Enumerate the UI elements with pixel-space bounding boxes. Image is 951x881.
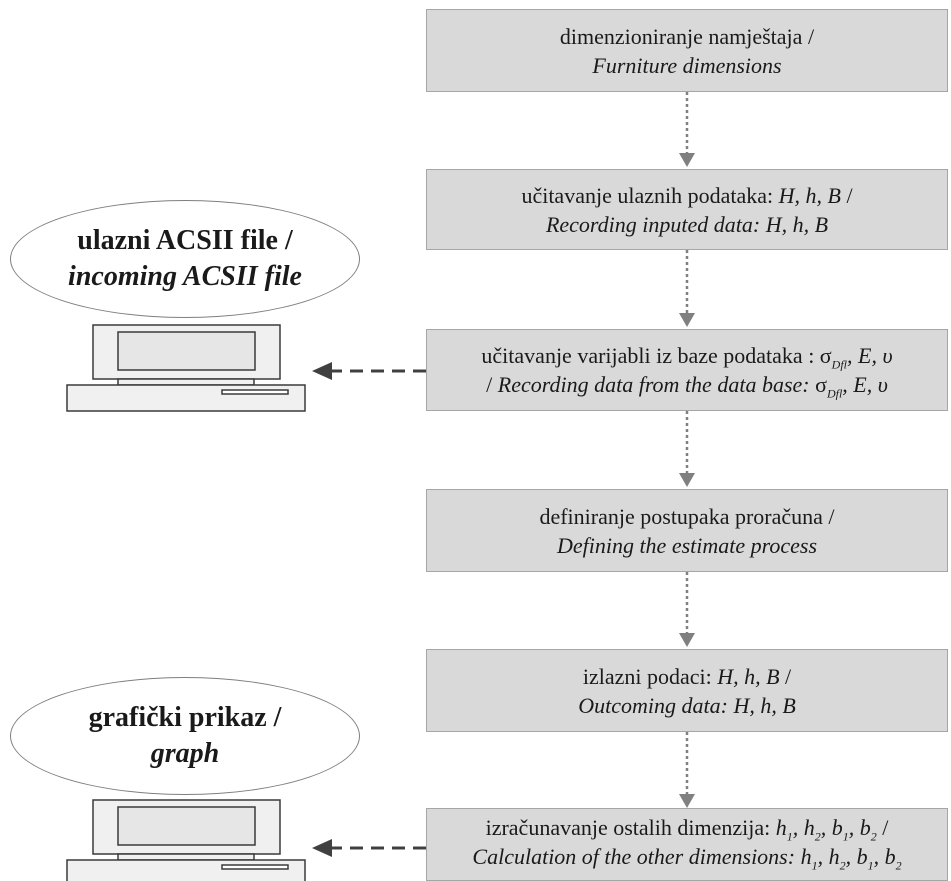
step-title-text: učitavanje varijabli iz baze podataka : … — [481, 343, 832, 368]
step-subtitle: / Recording data from the data base: σDf… — [486, 370, 888, 399]
step-database-variables: učitavanje varijabli iz baze podataka : … — [426, 329, 948, 411]
dimension-var: b — [884, 844, 896, 869]
sigma-subscript: Dfl — [826, 386, 843, 401]
ellipse-line1: ulazni ACSII file / — [77, 225, 293, 256]
step-subtitle: Furniture dimensions — [592, 52, 782, 78]
step-title: učitavanje varijabli iz baze podataka : … — [481, 341, 892, 370]
computer-icon — [66, 799, 306, 881]
step-subtitle: Outcoming data: H, h, B — [578, 692, 796, 718]
step-title-vars: , E, υ — [847, 343, 893, 368]
step-subtitle: Recording inputed data: H, h, B — [545, 211, 829, 237]
dims-vars-1: h1, h2, b1, b2 — [775, 815, 877, 844]
step-title: definiranje postupaka proračuna / — [539, 503, 835, 529]
step-title-vars: H, h, B — [778, 182, 841, 208]
dimension-subscript: 1 — [811, 858, 818, 873]
ellipse-line2: incoming ACSII file — [68, 261, 302, 292]
ellipse-line1: grafički prikaz / — [88, 702, 282, 733]
step-subtitle: Defining the estimate process — [556, 532, 818, 558]
dimension-var: b — [859, 815, 871, 840]
flow-arrowhead-3 — [679, 473, 695, 487]
step-subtitle-slash: / — [486, 372, 498, 397]
sigma-subscript: Dfl — [831, 357, 848, 372]
dimension-var: h — [775, 815, 787, 840]
step-other-dimensions: izračunavanje ostalih dimenzija: h1, h2,… — [426, 808, 948, 881]
dimension-subscript: 2 — [814, 829, 821, 844]
dimension-var: h — [828, 844, 840, 869]
flow-arrowhead-4 — [679, 633, 695, 647]
computer-icon — [66, 324, 306, 412]
dimension-subscript: 1 — [842, 829, 849, 844]
step-subtitle-vars: , E, υ — [842, 372, 888, 397]
step-title-slash: / — [876, 815, 889, 840]
step-title-text: izračunavanje ostalih dimenzija: — [485, 815, 776, 840]
step-title-slash: / — [840, 182, 853, 208]
dimension-var: b — [831, 815, 843, 840]
step-input-data: učitavanje ulaznih podataka: H, h, B / R… — [426, 169, 948, 250]
step-title-text: izlazni podaci: — [582, 663, 718, 689]
step-output-data: izlazni podaci: H, h, B / Outcoming data… — [426, 649, 948, 732]
step-title-text: učitavanje ulaznih podataka: — [521, 182, 779, 208]
step-title: dimenzioniranje namještaja / — [559, 23, 815, 49]
step-title: izračunavanje ostalih dimenzija: h1, h2,… — [486, 813, 889, 842]
graph-ellipse: grafički prikaz / graph — [10, 677, 360, 795]
step-subtitle-text: Recording data from the data base: — [497, 372, 816, 397]
step-furniture-dimensions: dimenzioniranje namještaja / Furniture d… — [426, 9, 948, 92]
input-file-ellipse: ulazni ACSII file / incoming ACSII file — [10, 200, 360, 318]
step-title-vars: H, h, B — [717, 663, 780, 689]
step-subtitle: Calculation of the other dimensions: h1,… — [472, 842, 901, 871]
flow-arrowhead-5 — [679, 794, 695, 808]
dimension-var: h — [803, 815, 815, 840]
flow-arrowhead-2 — [679, 313, 695, 327]
step-title: izlazni podaci: H, h, B / — [583, 662, 791, 691]
step-estimate-process: definiranje postupaka proračuna / Defini… — [426, 489, 948, 572]
ellipse-line2: graph — [150, 738, 220, 769]
step-title-slash: / — [779, 663, 792, 689]
sigma-symbol: σ — [815, 372, 827, 397]
flow-arrowhead-1 — [679, 153, 695, 167]
dimension-subscript: 1 — [786, 829, 793, 844]
dims-vars-2: h1, h2, b1, b2 — [800, 844, 902, 873]
dimension-var: b — [856, 844, 868, 869]
dimension-subscript: 2 — [839, 858, 846, 873]
step-subtitle-text: Calculation of the other dimensions: — [472, 844, 801, 869]
dimension-subscript: 1 — [867, 858, 874, 873]
dimension-subscript: 2 — [870, 829, 877, 844]
dimension-var: h — [800, 844, 812, 869]
dimension-subscript: 2 — [895, 858, 902, 873]
output-arrowhead-1 — [312, 362, 332, 380]
step-title: učitavanje ulaznih podataka: H, h, B / — [521, 181, 852, 210]
output-arrowhead-2 — [312, 839, 332, 857]
